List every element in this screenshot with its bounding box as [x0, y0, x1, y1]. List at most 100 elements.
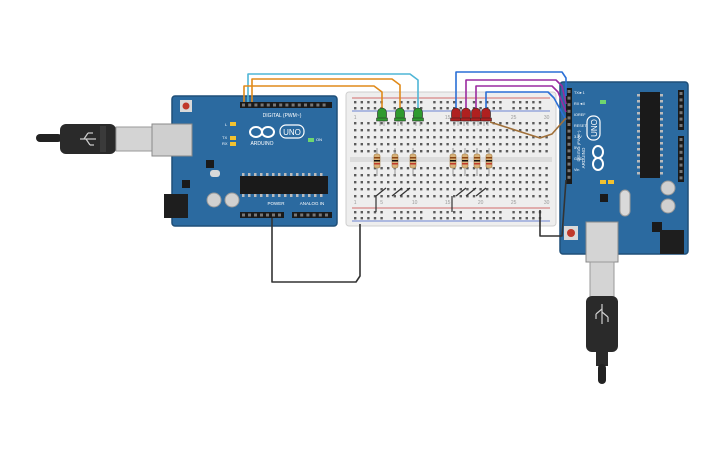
- breadboard-hole[interactable]: [373, 181, 377, 184]
- breadboard-hole[interactable]: [393, 143, 396, 146]
- breadboard-hole[interactable]: [532, 181, 535, 184]
- breadboard-hole[interactable]: [413, 181, 416, 184]
- breadboard-hole[interactable]: [367, 122, 370, 125]
- breadboard-hole[interactable]: [367, 211, 370, 214]
- breadboard-hole[interactable]: [413, 195, 416, 198]
- breadboard-hole[interactable]: [538, 143, 542, 146]
- breadboard-hole[interactable]: [380, 129, 383, 132]
- breadboard-hole[interactable]: [439, 217, 443, 220]
- breadboard-hole[interactable]: [367, 217, 370, 220]
- breadboard-hole[interactable]: [367, 129, 370, 132]
- breadboard-hole[interactable]: [545, 181, 548, 184]
- breadboard-hole[interactable]: [472, 181, 476, 184]
- breadboard-hole[interactable]: [433, 122, 436, 125]
- breadboard-hole[interactable]: [545, 174, 548, 177]
- led-red[interactable]: [480, 107, 492, 126]
- breadboard-hole[interactable]: [387, 122, 390, 125]
- breadboard-hole[interactable]: [505, 174, 509, 177]
- breadboard-hole[interactable]: [479, 174, 482, 177]
- breadboard-hole[interactable]: [439, 167, 443, 170]
- breadboard-hole[interactable]: [532, 211, 535, 214]
- breadboard-hole[interactable]: [420, 129, 423, 132]
- breadboard-hole[interactable]: [413, 107, 416, 110]
- breadboard-hole[interactable]: [433, 129, 436, 132]
- breadboard-hole[interactable]: [373, 174, 377, 177]
- breadboard-hole[interactable]: [479, 195, 482, 198]
- breadboard-hole[interactable]: [466, 143, 469, 146]
- breadboard-hole[interactable]: [446, 211, 449, 214]
- breadboard-hole[interactable]: [486, 101, 489, 104]
- breadboard-hole[interactable]: [446, 195, 449, 198]
- breadboard-hole[interactable]: [367, 107, 370, 110]
- breadboard-hole[interactable]: [512, 101, 515, 104]
- breadboard-hole[interactable]: [406, 181, 410, 184]
- breadboard-hole[interactable]: [479, 122, 482, 125]
- breadboard-hole[interactable]: [499, 181, 502, 184]
- breadboard-hole[interactable]: [426, 174, 429, 177]
- breadboard-hole[interactable]: [426, 181, 429, 184]
- breadboard-hole[interactable]: [373, 129, 377, 132]
- breadboard-hole[interactable]: [420, 181, 423, 184]
- breadboard-hole[interactable]: [499, 136, 502, 139]
- breadboard-hole[interactable]: [519, 211, 522, 214]
- resistor[interactable]: [409, 148, 417, 176]
- breadboard-hole[interactable]: [387, 181, 390, 184]
- breadboard-hole[interactable]: [354, 136, 357, 139]
- breadboard-hole[interactable]: [512, 195, 515, 198]
- breadboard-hole[interactable]: [360, 143, 363, 146]
- breadboard-hole[interactable]: [453, 217, 456, 220]
- wire-purple-right-to-red-led-2[interactable]: [465, 79, 567, 114]
- breadboard-hole[interactable]: [492, 136, 495, 139]
- resistor[interactable]: [391, 148, 399, 176]
- breadboard-hole[interactable]: [420, 122, 423, 125]
- jumper-wire-5[interactable]: [465, 187, 477, 197]
- breadboard-hole[interactable]: [446, 101, 449, 104]
- breadboard-hole[interactable]: [380, 167, 383, 170]
- breadboard-hole[interactable]: [373, 136, 377, 139]
- breadboard-hole[interactable]: [360, 174, 363, 177]
- breadboard-hole[interactable]: [373, 167, 377, 170]
- breadboard-hole[interactable]: [492, 107, 495, 110]
- breadboard-hole[interactable]: [380, 195, 383, 198]
- breadboard-hole[interactable]: [420, 107, 423, 110]
- breadboard-hole[interactable]: [486, 217, 489, 220]
- breadboard-hole[interactable]: [400, 143, 403, 146]
- breadboard-hole[interactable]: [433, 188, 436, 191]
- breadboard-hole[interactable]: [512, 181, 515, 184]
- breadboard-hole[interactable]: [453, 211, 456, 214]
- breadboard-hole[interactable]: [393, 122, 396, 125]
- jumper-wire-2[interactable]: [391, 187, 403, 197]
- breadboard-hole[interactable]: [505, 195, 509, 198]
- breadboard-hole[interactable]: [459, 101, 462, 104]
- breadboard-hole[interactable]: [354, 217, 357, 220]
- breadboard-hole[interactable]: [387, 174, 390, 177]
- breadboard-hole[interactable]: [545, 129, 548, 132]
- breadboard-hole[interactable]: [354, 211, 357, 214]
- breadboard-hole[interactable]: [360, 150, 363, 153]
- usb-cable-left[interactable]: [36, 124, 153, 154]
- breadboard-hole[interactable]: [479, 150, 482, 153]
- breadboard-hole[interactable]: [426, 195, 429, 198]
- breadboard-hole[interactable]: [525, 129, 528, 132]
- breadboard-hole[interactable]: [459, 107, 462, 110]
- breadboard-hole[interactable]: [479, 211, 482, 214]
- breadboard-hole[interactable]: [354, 195, 357, 198]
- breadboard-hole[interactable]: [354, 107, 357, 110]
- breadboard-hole[interactable]: [512, 122, 515, 125]
- breadboard-hole[interactable]: [380, 188, 383, 191]
- breadboard-hole[interactable]: [459, 136, 462, 139]
- breadboard-hole[interactable]: [393, 107, 396, 110]
- breadboard-hole[interactable]: [466, 136, 469, 139]
- breadboard-hole[interactable]: [459, 122, 462, 125]
- breadboard-hole[interactable]: [354, 122, 357, 125]
- breadboard-hole[interactable]: [406, 150, 410, 153]
- breadboard-hole[interactable]: [360, 129, 363, 132]
- breadboard-hole[interactable]: [525, 122, 528, 125]
- breadboard-hole[interactable]: [406, 174, 410, 177]
- breadboard-hole[interactable]: [492, 101, 495, 104]
- breadboard-hole[interactable]: [446, 129, 449, 132]
- breadboard-hole[interactable]: [466, 188, 469, 191]
- breadboard-hole[interactable]: [387, 167, 390, 170]
- breadboard-hole[interactable]: [512, 167, 515, 170]
- breadboard-hole[interactable]: [499, 107, 502, 110]
